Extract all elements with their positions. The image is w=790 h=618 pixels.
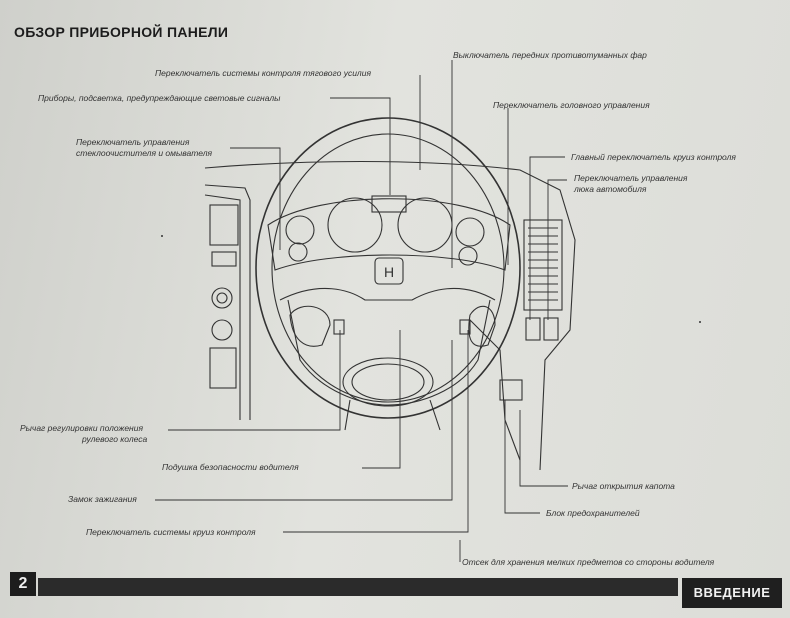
label-steering-lever-line2: рулевого колеса	[82, 434, 147, 444]
label-airbag: Подушка безопасности водителя	[162, 462, 299, 472]
footer-bar	[38, 578, 678, 596]
label-cruise-switch: Переключатель системы круиз контроля	[86, 527, 256, 537]
label-ignition: Замок зажигания	[68, 494, 137, 504]
label-fuse-box: Блок предохранителей	[546, 508, 640, 518]
page-number: 2	[10, 572, 36, 596]
label-hood-release: Рычаг открытия капота	[572, 481, 675, 491]
label-wiper-switch-line2: стеклоочистителя и омывателя	[76, 148, 212, 158]
label-cruise-main: Главный переключатель круиз контроля	[571, 152, 736, 162]
label-steering-lever-line1: Рычаг регулировки положения	[20, 423, 143, 433]
page-footer: 2 ВВЕДЕНИЕ	[0, 572, 790, 612]
section-title: ВВЕДЕНИЕ	[682, 578, 782, 608]
label-sunroof-line2: люка автомобиля	[574, 184, 646, 194]
label-sunroof-line1: Переключатель управления	[574, 173, 687, 183]
label-storage-compartment: Отсек для хранения мелких предметов со с…	[462, 557, 714, 567]
svg-text:H: H	[384, 264, 394, 280]
label-gauges: Приборы, подсветка, предупреждающие свет…	[38, 93, 280, 103]
label-wiper-switch-line1: Переключатель управления	[76, 137, 189, 147]
label-headlight-switch: Переключатель головного управления	[493, 100, 650, 110]
label-fog-lights: Выключатель передних противотуманных фар	[453, 50, 647, 60]
label-traction-control: Переключатель системы контроля тягового …	[155, 68, 371, 78]
